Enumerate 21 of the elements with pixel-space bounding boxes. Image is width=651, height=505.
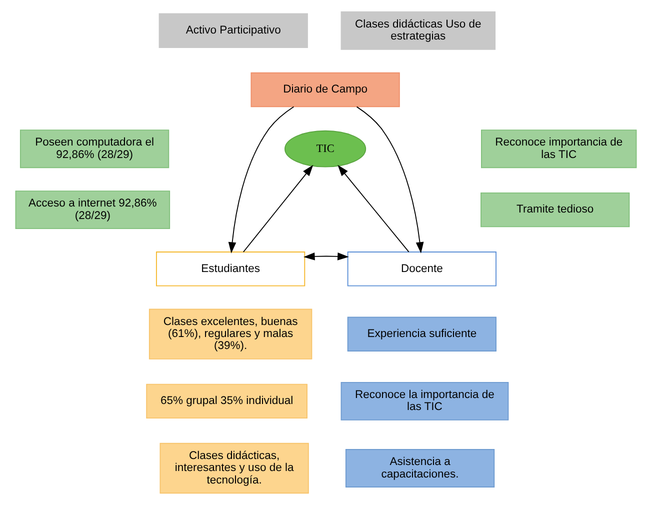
node-box: Asistencia a capacitaciones. [344,449,494,488]
arrow [242,164,313,252]
node-box: Reconoce la importancia de las TIC [340,382,508,420]
arrow [303,252,348,260]
node-box: Diario de Campo [250,72,400,108]
node-box: Docente [346,252,496,286]
node-box: Experiencia suficiente [346,316,496,352]
node-box: Clases excelentes, buenas (61%), regulares y malas (39%). [148,308,312,360]
node-box: Estudiantes [155,252,305,286]
node-box: Clases didácticas Uso de estrategias [340,11,496,50]
node-box: 65% grupal 35% individual [146,384,307,419]
node-box: Clases didácticas, interesantes y uso de la tecnología. [159,442,308,494]
node-box: Activo Participativo [158,13,308,48]
arrow [356,106,424,254]
node-box: Acceso a internet 92,86% (28/29) [14,190,170,230]
arrow [337,164,409,252]
node-box: Poseen computadora el 92,86% (28/29) [19,130,169,168]
node-ellipse: TIC [284,130,366,168]
arrow [228,106,294,254]
node-box: Tramite tedioso [480,192,630,228]
node-box: Reconoce importancia de las TIC [480,130,636,168]
